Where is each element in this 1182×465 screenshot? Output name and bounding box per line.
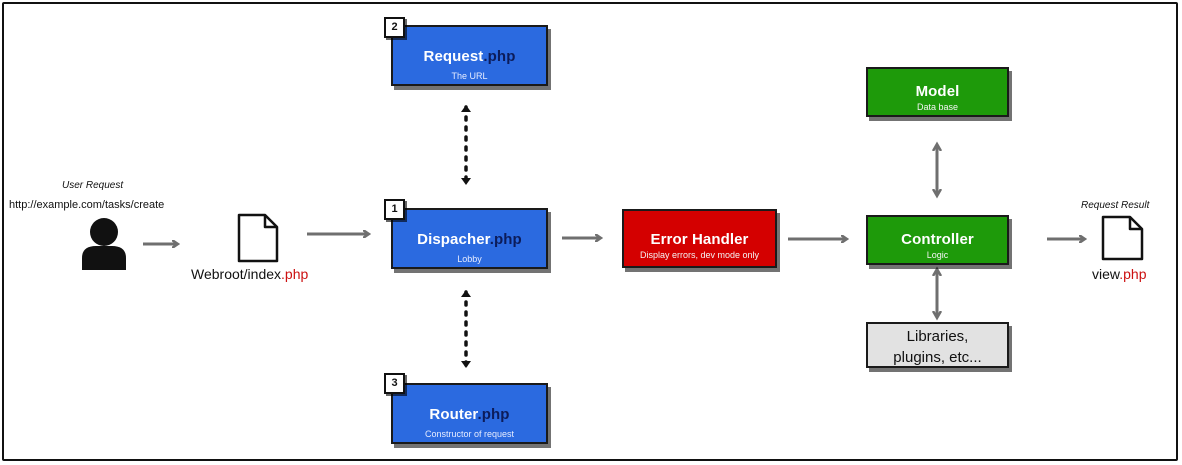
view-file-ext: .php [1119, 266, 1147, 282]
libraries-line-2: plugins, etc... [893, 349, 982, 366]
error-handler-title: Error Handler [650, 231, 749, 248]
router-node-name: Router [429, 406, 478, 423]
dispatcher-node[interactable]: Dispacher.php Lobby [391, 208, 548, 269]
dispatcher-node-subtitle: Lobby [457, 254, 482, 264]
user-icon [82, 218, 126, 270]
step-badge-1: 1 [384, 199, 405, 220]
webroot-file-label: Webroot/index.php [191, 266, 308, 282]
model-node-title: Model [915, 83, 960, 100]
file-icon [1101, 215, 1144, 261]
libraries-node[interactable]: Libraries, plugins, etc... [866, 322, 1009, 368]
webroot-file-name: Webroot/index [191, 266, 282, 282]
request-node-ext: .php [483, 48, 516, 65]
model-node[interactable]: Model Data base [866, 67, 1009, 117]
error-handler-subtitle: Display errors, dev mode only [639, 250, 760, 260]
step-badge-3: 3 [384, 373, 405, 394]
user-request-caption: User Request [62, 180, 124, 191]
request-node-subtitle: The URL [451, 71, 488, 81]
router-node[interactable]: Router.php Constructor of request [391, 383, 548, 444]
file-icon [237, 213, 279, 263]
view-file-label: view.php [1092, 266, 1146, 282]
request-node-title: Request.php [393, 48, 546, 65]
step-badge-2: 2 [384, 17, 405, 38]
request-url: http://example.com/tasks/create [9, 199, 165, 211]
router-node-subtitle: Constructor of request [424, 429, 515, 439]
dispatcher-node-title: Dispacher.php [393, 231, 546, 248]
error-handler-node[interactable]: Error Handler Display errors, dev mode o… [622, 209, 777, 268]
libraries-line-1: Libraries, [906, 328, 969, 345]
view-file-name: view [1092, 266, 1120, 282]
request-node-name: Request [423, 48, 484, 65]
controller-node-title: Controller [901, 231, 974, 248]
router-node-ext: .php [477, 406, 510, 423]
webroot-file-ext: .php [281, 266, 309, 282]
router-node-title: Router.php [393, 406, 546, 423]
controller-node[interactable]: Controller Logic [866, 215, 1009, 265]
dispatcher-node-ext: .php [489, 231, 522, 248]
model-node-subtitle: Data base [916, 102, 959, 112]
dispatcher-node-name: Dispacher [417, 231, 490, 248]
controller-node-subtitle: Logic [926, 250, 949, 260]
request-node[interactable]: Request.php The URL [391, 25, 548, 86]
request-result-caption: Request Result [1081, 200, 1150, 211]
